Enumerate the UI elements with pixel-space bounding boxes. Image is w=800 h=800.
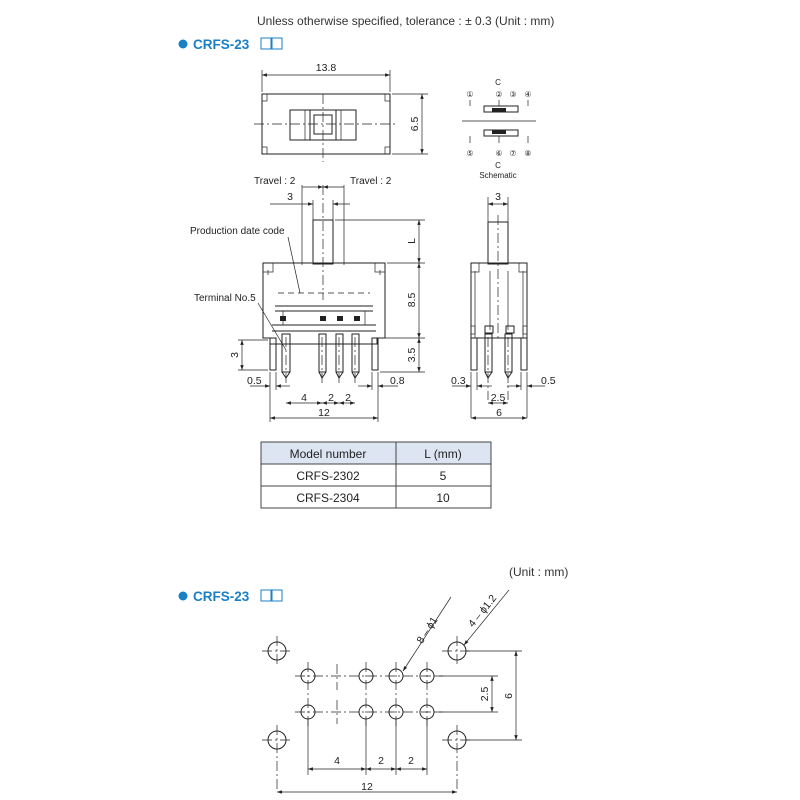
- table-header-bg: [261, 442, 491, 464]
- production-date-label: Production date code: [190, 226, 285, 237]
- dim-height: 6.5: [409, 117, 421, 132]
- table-cell: 5: [440, 469, 447, 483]
- pin-label-7: ⑦: [509, 149, 516, 158]
- dim-right-offset: 0.8: [390, 375, 405, 387]
- table-header-model: Model number: [290, 447, 367, 461]
- suffix-box: [271, 37, 283, 50]
- dim-knob-width: 3: [287, 191, 293, 203]
- dim-pitch-b: 2: [328, 392, 334, 404]
- pin-label-6: ⑥: [495, 149, 502, 158]
- terminal-label: Terminal No.5: [194, 293, 256, 304]
- pin-label-8: ⑧: [524, 149, 531, 158]
- dim-left-offset: 0.5: [247, 375, 262, 387]
- front-view: Travel : 2 Travel : 2 3 L: [190, 176, 425, 422]
- dim-outer-pitch: 6: [503, 693, 515, 699]
- table-header-L: L (mm): [424, 447, 462, 461]
- model-table: Model number L (mm) CRFS-2302 5 CRFS-230…: [260, 441, 492, 509]
- schematic-common-top: C: [495, 78, 501, 87]
- top-view: 13.8 6.5: [254, 62, 428, 162]
- dim-pitch-c: 2: [345, 392, 351, 404]
- suffix-box: [260, 589, 272, 602]
- bullet-icon: [178, 591, 188, 601]
- travel-left-label: Travel : 2: [254, 176, 296, 187]
- dim-overall: 12: [318, 407, 330, 419]
- dim-side-right-offset: 0.5: [541, 375, 556, 387]
- pin-label-3: ③: [509, 90, 516, 99]
- schematic-caption: Schematic: [479, 171, 516, 180]
- pin-label-5: ⑤: [466, 149, 473, 158]
- dim-fp-overall: 12: [361, 781, 373, 793]
- dim-width: 13.8: [316, 62, 337, 74]
- hole-label-large: 4 – ϕ1.2: [466, 592, 499, 629]
- section-title-1: CRFS-23: [178, 37, 283, 52]
- dim-fp-pitch-c: 2: [408, 755, 414, 767]
- dim-L: L: [406, 238, 418, 244]
- dim-side-knob-width: 3: [495, 191, 501, 203]
- pin-label-1: ①: [466, 90, 473, 99]
- pcb-footprint: 8 – ϕ1 4 – ϕ1.2 2.5 6 4 2 2 12: [262, 589, 522, 794]
- table-cell: CRFS-2302: [296, 469, 360, 483]
- dim-fp-pitch-b: 2: [378, 755, 384, 767]
- schematic: C ① ② ③ ④ ⑤ ⑥ ⑦ ⑧ C Schematic: [462, 78, 536, 180]
- dim-pitch-a: 4: [301, 392, 307, 404]
- dim-row-pitch: 2.5: [479, 687, 491, 702]
- section-title-2: CRFS-23: [178, 589, 283, 604]
- dim-pin-length-left: 3: [229, 352, 241, 358]
- suffix-box: [260, 37, 272, 50]
- side-view: 3 0.3 0.5: [451, 191, 556, 420]
- dim-pin-length-right: 3.5: [406, 348, 418, 363]
- pin-label-2: ②: [495, 90, 502, 99]
- dim-side-overall: 6: [496, 407, 502, 419]
- table-cell: CRFS-2304: [296, 491, 360, 505]
- bullet-icon: [178, 39, 188, 49]
- section-title-text: CRFS-23: [193, 37, 250, 52]
- table-cell: 10: [436, 491, 450, 505]
- section-title-text: CRFS-23: [193, 589, 250, 604]
- dim-side-pin-pitch: 2.5: [491, 392, 506, 404]
- unit-note: (Unit : mm): [509, 565, 568, 579]
- tolerance-note: Unless otherwise specified, tolerance : …: [257, 14, 554, 28]
- schematic-common-bottom: C: [495, 161, 501, 170]
- travel-right-label: Travel : 2: [350, 176, 392, 187]
- dim-side-left-offset: 0.3: [451, 375, 466, 387]
- hole-label-small: 8 – ϕ1: [414, 615, 440, 646]
- pin-label-4: ④: [524, 90, 531, 99]
- dim-fp-pitch-a: 4: [334, 755, 340, 767]
- suffix-box: [271, 589, 283, 602]
- dim-body-height: 8.5: [406, 293, 418, 308]
